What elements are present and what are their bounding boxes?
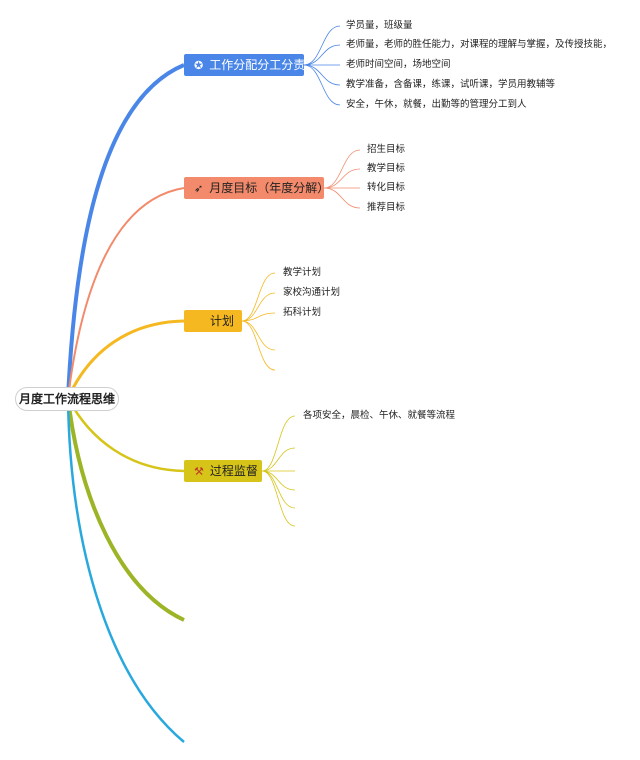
connector-blue-branch bbox=[66, 397, 185, 743]
connector-process-supervision bbox=[66, 397, 185, 473]
topic-plan[interactable]: 计划 bbox=[184, 310, 242, 332]
subtopic[interactable]: 家校沟通计划 bbox=[283, 287, 341, 298]
connector-plan bbox=[66, 319, 185, 399]
subtopic[interactable]: 老师时间空间，场地空间 bbox=[346, 59, 451, 70]
subtopic[interactable]: 学员量，班级量 bbox=[346, 20, 413, 31]
connector-work-allocation bbox=[66, 63, 185, 399]
subtopic[interactable]: 推荐目标 bbox=[367, 202, 406, 213]
root-topic[interactable]: 月度工作流程思维 bbox=[15, 387, 119, 411]
topic-monthly-goals[interactable]: ➶ 月度目标（年度分解） bbox=[184, 177, 329, 199]
paper-plane-icon: ➶ bbox=[194, 181, 204, 195]
subtopic[interactable]: 安全，午休，就餐，出勤等的管理分工到人 bbox=[346, 99, 527, 110]
subtopic[interactable]: 转化目标 bbox=[367, 182, 406, 193]
subtopic[interactable]: 教学准备，含备课，练课，试听课，学员用教辅等 bbox=[346, 79, 556, 90]
connector-green-branch bbox=[66, 397, 185, 622]
connector-monthly-goals bbox=[67, 187, 185, 399]
topic-label: 过程监督 bbox=[209, 464, 258, 478]
topic-label: 计划 bbox=[210, 314, 235, 328]
topic-process-supervision[interactable]: ⚒ 过程监督 bbox=[184, 460, 262, 482]
subtopic[interactable]: 各项安全，晨检、午休、就餐等流程 bbox=[303, 410, 456, 421]
subtopic[interactable]: 招生目标 bbox=[367, 144, 406, 155]
topic-label: 工作分配分工分责 bbox=[209, 58, 306, 72]
subtopic[interactable]: 老师量，老师的胜任能力，对课程的理解与掌握，及传授技能， bbox=[346, 39, 613, 50]
subtopic[interactable]: 教学目标 bbox=[367, 163, 406, 174]
topic-work-allocation[interactable]: ✪ 工作分配分工分责 bbox=[184, 54, 306, 76]
tools-icon: ⚒ bbox=[194, 464, 204, 478]
subtopic[interactable]: 教学计划 bbox=[283, 267, 322, 278]
award-icon: ✪ bbox=[194, 58, 204, 72]
topic-label: 月度目标（年度分解） bbox=[209, 181, 330, 195]
subtopic[interactable]: 拓科计划 bbox=[283, 307, 322, 318]
